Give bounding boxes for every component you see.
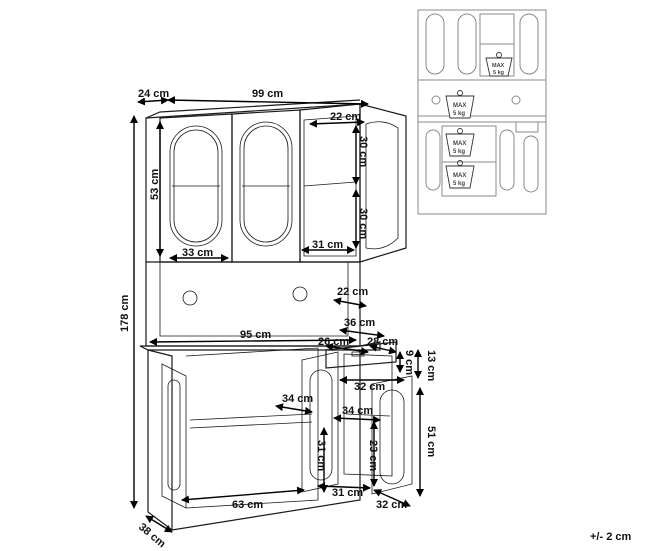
svg-text:MAX: MAX [453, 103, 466, 109]
dim-shelf-height-b: 30 cm [357, 208, 369, 239]
load-badge-2: MAX 5 kg [445, 90, 475, 119]
svg-text:MAX: MAX [453, 141, 466, 147]
dim-lower-width-left: 63 cm [232, 499, 263, 511]
dim-base-depth: 38 cm [136, 521, 168, 550]
dim-width-top: 99 cm [252, 88, 283, 100]
main-cabinet [139, 99, 413, 531]
dim-drawer-depth: 26 cm [318, 336, 349, 348]
load-badge-4: MAX 5 kg [445, 160, 475, 189]
svg-text:MAX: MAX [453, 173, 466, 179]
upper-door-open [359, 103, 407, 263]
dim-shelf-width-upper: 31 cm [312, 239, 343, 251]
dim-lower-width-mid: 31 cm [332, 487, 363, 499]
svg-text:5 kg: 5 kg [453, 181, 465, 187]
svg-text:5 kg: 5 kg [493, 70, 504, 76]
dim-counter-width: 95 cm [240, 329, 271, 341]
dim-lower-height-c: 51 cm [425, 426, 437, 457]
dimension-lines [130, 96, 424, 533]
dim-depth-top: 24 cm [138, 88, 169, 100]
upper-door-mid [231, 109, 301, 263]
thumbnail-view: MAX 5 kg MAX 5 kg MAX 5 kg MAX 5 kg [417, 9, 547, 215]
dim-inner-depth-top: 22 cm [330, 111, 361, 123]
dim-total-height: 178 cm [119, 294, 131, 332]
svg-text:5 kg: 5 kg [453, 149, 465, 155]
dim-lower-width-right: 32 cm [376, 499, 407, 511]
dim-shelf-depth-lower-left: 34 cm [282, 393, 313, 405]
svg-text:MAX: MAX [492, 63, 505, 69]
upper-door-left [159, 113, 233, 263]
dim-shelf-height-a: 30 cm [357, 136, 369, 167]
dim-shelf-depth-lower-right: 34 cm [342, 405, 373, 417]
dimension-labels: 24 cm 99 cm 22 cm 53 cm 30 cm 30 cm 33 c… [119, 88, 631, 550]
dim-height-upper: 53 cm [149, 169, 161, 200]
dim-door-width-upper: 33 cm [182, 247, 213, 259]
dim-drawer-width-b: 28 cm [367, 336, 398, 348]
svg-text:5 kg: 5 kg [453, 111, 465, 117]
dim-drawer-front: 13 cm [425, 350, 437, 381]
dim-lower-height-b: 23 cm [367, 440, 379, 471]
load-badge-1: MAX 5 kg [485, 52, 513, 77]
dim-lower-height-a: 31 cm [315, 440, 327, 471]
dim-niche-depth: 22 cm [337, 286, 368, 298]
dim-drawer-width: 32 cm [354, 381, 385, 393]
tolerance-note: +/- 2 cm [590, 531, 631, 543]
load-badge-3: MAX 5 kg [445, 128, 475, 157]
dim-counter-depth: 36 cm [344, 317, 375, 329]
lower-cabinet [147, 341, 413, 531]
dim-drawer-height: 9 cm [403, 350, 415, 375]
